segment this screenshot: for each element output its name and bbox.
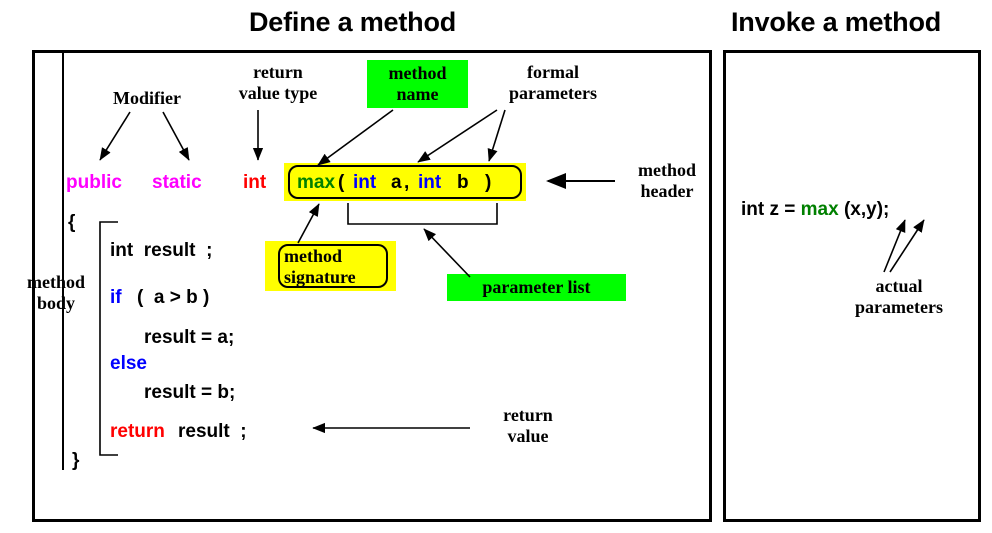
code-param1-type: int bbox=[353, 172, 377, 193]
label-modifier: Modifier bbox=[113, 88, 181, 108]
label-return-value-type: return value type bbox=[238, 62, 318, 103]
code-method-name-max: max bbox=[297, 172, 336, 193]
code-modifier-public: public bbox=[66, 172, 122, 193]
label-method-body: method body bbox=[27, 272, 85, 313]
code-line-declare: int result ; bbox=[110, 240, 213, 261]
signature-outline bbox=[288, 165, 522, 199]
label-method-signature: method signature bbox=[284, 246, 356, 287]
code-line-else-keyword: else bbox=[110, 353, 147, 374]
page-title-invoke-a-method: Invoke a method bbox=[731, 7, 942, 37]
label-return-value: return value bbox=[503, 405, 553, 446]
code-line-return-expression: result ; bbox=[178, 421, 247, 442]
code-param2-type: int bbox=[418, 172, 442, 193]
code-modifier-static: static bbox=[152, 172, 202, 193]
code-paren-open: ( bbox=[338, 172, 345, 193]
code-line-if-keyword: if bbox=[110, 287, 122, 308]
code-line-else-assignment: result = b; bbox=[144, 382, 236, 403]
code-line-return-keyword: return bbox=[110, 421, 165, 442]
code-paren-close: ) bbox=[485, 172, 492, 193]
label-parameter-list: parameter list bbox=[447, 274, 626, 301]
code-param-comma: , bbox=[404, 172, 410, 193]
code-param2-name: b bbox=[457, 172, 469, 193]
label-actual-parameters: actual parameters bbox=[855, 276, 943, 317]
code-close-brace: } bbox=[72, 450, 80, 471]
label-formal-parameters: formal parameters bbox=[509, 62, 597, 103]
label-method-header: method header bbox=[638, 160, 696, 201]
page-title-define-a-method: Define a method bbox=[249, 7, 457, 37]
signature-highlight bbox=[284, 163, 526, 201]
code-open-brace: { bbox=[68, 212, 76, 233]
code-invoke-statement: int z = max (x,y); bbox=[741, 199, 890, 220]
code-param1-name: a bbox=[391, 172, 402, 193]
panel-invoke-a-method bbox=[723, 50, 981, 522]
label-method-name: method name bbox=[367, 60, 468, 108]
code-return-type-int: int bbox=[243, 172, 267, 193]
code-line-then-assignment: result = a; bbox=[144, 327, 235, 348]
method-signature-outline bbox=[278, 244, 388, 288]
code-line-if-condition: ( a > b ) bbox=[137, 287, 210, 308]
